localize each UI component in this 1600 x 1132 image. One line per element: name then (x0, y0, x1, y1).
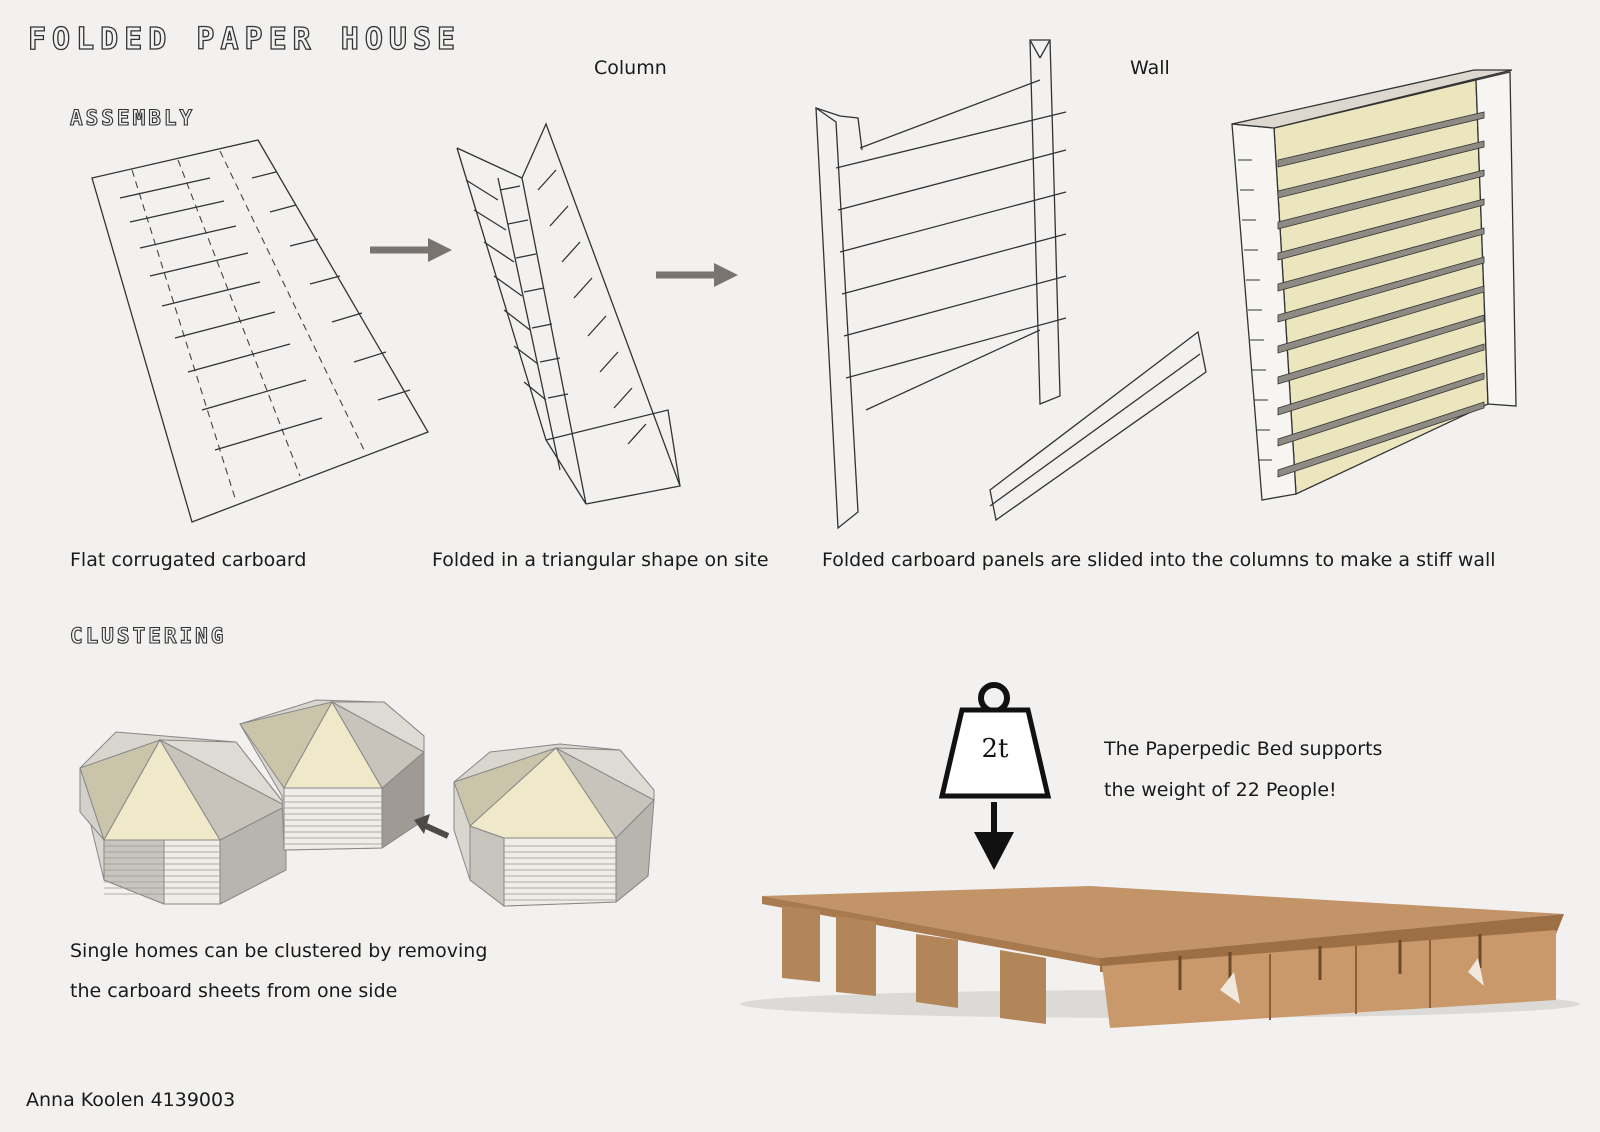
caption-cluster-line-1: Single homes can be clustered by removin… (70, 940, 488, 962)
wall-shelf (1277, 314, 1485, 385)
wall-shelf (1277, 256, 1485, 323)
wall-shelf (1277, 372, 1485, 447)
caption-folded-column: Folded in a triangular shape on site (432, 549, 769, 571)
arrow-icon (656, 263, 738, 287)
wall-shelf (1277, 140, 1485, 199)
bed-text-line-2: the weight of 22 People! (1104, 779, 1337, 801)
caption-panels-wall: Folded carboard panels are slided into t… (822, 549, 1496, 571)
wall-shelf (1277, 285, 1485, 354)
caption-flat-cardboard: Flat corrugated carboard (70, 549, 307, 571)
caption-cluster-line-2: the carboard sheets from one side (70, 980, 398, 1002)
down-arrow-icon (974, 802, 1014, 870)
wall-shelf (1277, 401, 1485, 478)
weight-label: 2t (981, 734, 1009, 764)
column-panel-sketch (815, 39, 1207, 530)
arrow-icon (370, 238, 452, 262)
house-siding-lines (104, 795, 616, 901)
wall-shelf (1277, 343, 1485, 416)
wall-shelf (1277, 111, 1485, 168)
wall-header: Wall (1130, 57, 1170, 79)
wall-shelf (1277, 169, 1485, 230)
arrow-icon (414, 814, 450, 839)
cardboard-bed-image (740, 886, 1580, 1028)
wall-shelves (1238, 111, 1485, 478)
house-cluster-pair (79, 699, 655, 908)
folded-column-sketch (456, 122, 681, 505)
author-credit: Anna Koolen 4139003 (26, 1089, 236, 1111)
flat-cardboard-sketch (91, 139, 429, 523)
weight-icon (938, 682, 1052, 799)
wall-shelf (1277, 198, 1485, 261)
section-heading-clustering: CLUSTERING (69, 623, 227, 648)
bed-text-line-1: The Paperpedic Bed supports (1104, 738, 1383, 760)
column-header: Column (594, 57, 667, 79)
section-heading-assembly: ASSEMBLY (69, 105, 196, 130)
wall-shelf (1277, 227, 1485, 292)
page-title: FOLDED PAPER HOUSE (27, 21, 462, 57)
